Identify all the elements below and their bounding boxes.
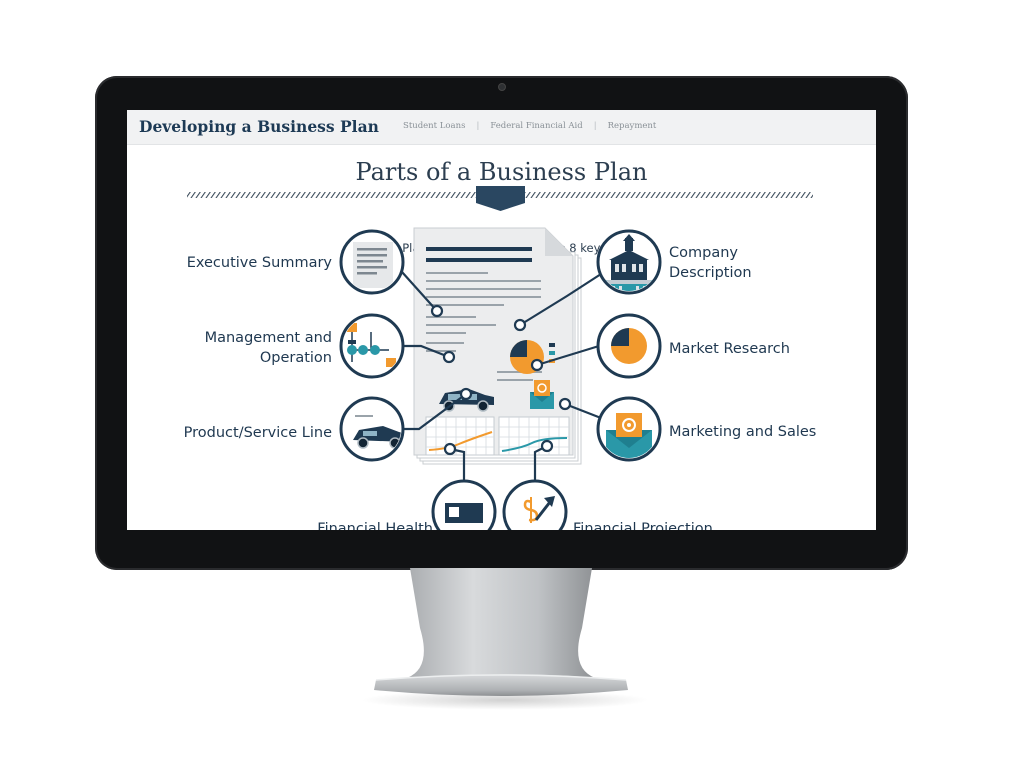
connector-lines <box>401 271 602 483</box>
monitor-stand <box>374 568 628 696</box>
monitor-bezel: Developing a Business Plan Student Loans… <box>95 76 908 570</box>
document-stack <box>413 227 582 465</box>
label-market-research: Market Research <box>669 341 790 357</box>
site-title[interactable]: Developing a Business Plan <box>139 117 379 136</box>
site-nav: Student Loans | Federal Financial Aid | Repa… <box>403 121 656 131</box>
stand-shadow <box>360 690 650 710</box>
nav-separator: | <box>593 121 597 131</box>
webcam-icon <box>498 83 506 91</box>
label-management-line1: Management and <box>204 330 332 346</box>
label-management-line2: Operation <box>259 350 332 366</box>
monitor-screen: Developing a Business Plan Student Loans… <box>127 110 876 530</box>
heading-divider <box>187 186 813 211</box>
label-product-service: Product/Service Line <box>183 425 332 441</box>
connector-dots <box>430 304 572 456</box>
money-icon <box>431 479 497 530</box>
nav-student-loans[interactable]: Student Loans <box>403 121 466 131</box>
site-header: Developing a Business Plan Student Loans… <box>127 110 876 145</box>
label-marketing-sales: Marketing and Sales <box>669 424 817 440</box>
org-chart-icon <box>339 313 405 379</box>
nav-federal-financial-aid[interactable]: Federal Financial Aid <box>490 121 583 131</box>
car-circle-icon <box>339 396 405 462</box>
document-icon <box>339 229 405 295</box>
email-icon <box>530 380 554 409</box>
nav-repayment[interactable]: Repayment <box>607 121 657 131</box>
label-company-line1: Company <box>669 245 738 261</box>
email-circle-icon <box>596 396 662 462</box>
label-financial-projection: Financial Projection <box>573 521 713 530</box>
page-heading: Parts of a Business Plan <box>355 158 648 186</box>
infographic-graphic <box>187 186 813 530</box>
label-company-line2: Description <box>669 265 752 281</box>
nav-separator: | <box>476 121 480 131</box>
building-icon <box>596 229 662 295</box>
label-financial-health: Financial Health <box>317 521 433 530</box>
pie-chart-circle-icon <box>596 313 662 379</box>
dollar-growth-icon <box>502 479 568 530</box>
line-chart-grid <box>425 416 570 456</box>
label-executive-summary: Executive Summary <box>186 255 332 271</box>
